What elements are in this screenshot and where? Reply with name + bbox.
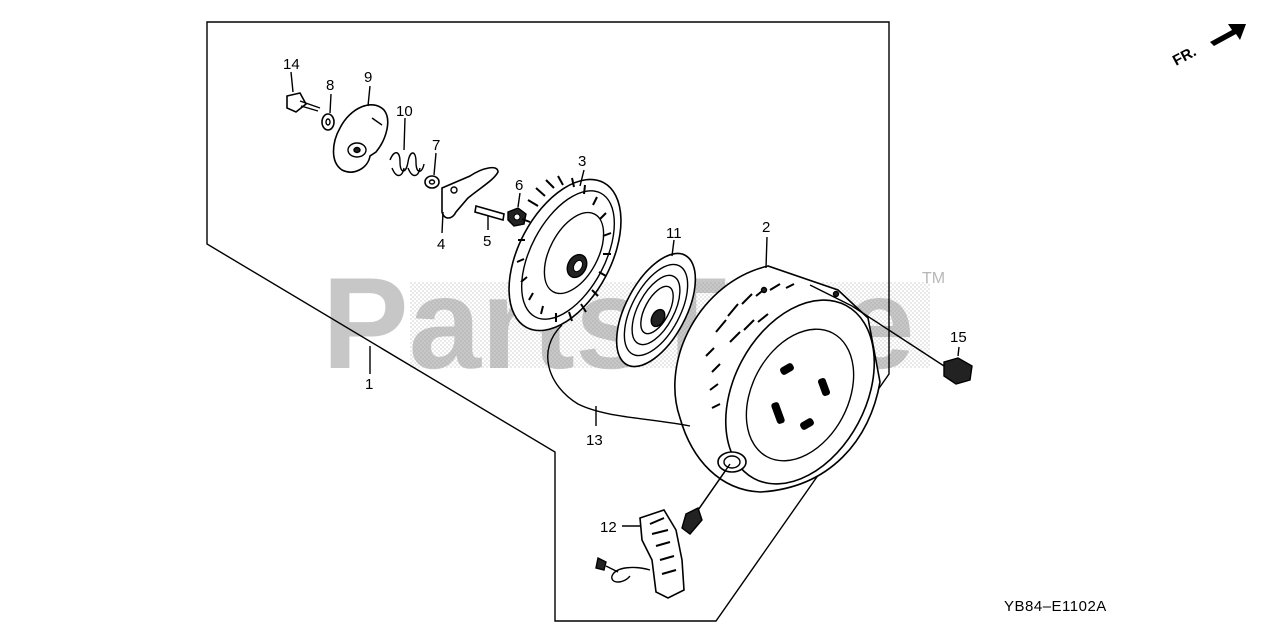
part-3-reel <box>508 169 622 332</box>
callout-10: 10 <box>396 103 413 120</box>
part-6-nut <box>507 192 527 227</box>
callout-12: 12 <box>600 519 617 536</box>
trademark-mark: TM <box>922 270 945 287</box>
part-8-washer <box>321 93 335 131</box>
figure-code: YB84–E1102A <box>1004 598 1107 615</box>
part-2-starter-case <box>674 236 881 493</box>
callout-3: 3 <box>578 153 586 170</box>
part-14-bolt <box>286 71 321 113</box>
callout-4: 4 <box>437 236 445 253</box>
callout-9: 9 <box>364 69 372 86</box>
part-4-ratchet <box>441 166 499 234</box>
callout-13: 13 <box>586 432 603 449</box>
callout-5: 5 <box>483 233 491 250</box>
callout-8: 8 <box>326 77 334 94</box>
callout-2: 2 <box>762 219 770 236</box>
callout-14: 14 <box>283 56 300 73</box>
callout-labels: 14 8 9 10 7 6 3 4 5 11 2 15 1 13 12 <box>283 56 967 536</box>
front-direction-indicator: FR. <box>1170 24 1246 70</box>
callout-1: 1 <box>365 376 373 393</box>
callout-11: 11 <box>666 225 682 242</box>
callout-7: 7 <box>432 137 440 154</box>
part-12-grip <box>595 463 731 599</box>
callout-6: 6 <box>515 177 523 194</box>
part-11-spiral-spring <box>615 239 697 368</box>
part-15-bolt <box>809 284 973 385</box>
callout-15: 15 <box>950 329 967 346</box>
part-10-spring <box>389 117 425 177</box>
part-13-rope <box>547 324 691 427</box>
front-label: FR. <box>1170 43 1199 69</box>
part-7-washer <box>424 152 440 189</box>
part-5-pin <box>474 204 505 230</box>
front-arrow-icon <box>1210 24 1246 46</box>
part-9-friction-plate <box>332 85 389 173</box>
assembly-outline <box>206 21 890 622</box>
